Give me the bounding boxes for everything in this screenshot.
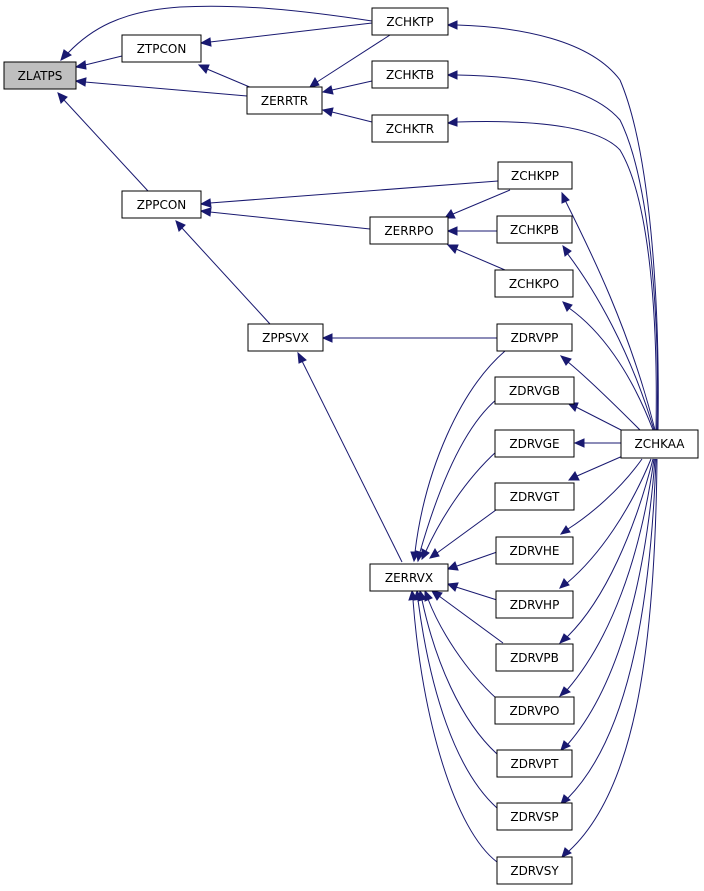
edge-zchkpp-zerrpo	[444, 189, 511, 219]
edge-zchkpp-zppcon	[199, 180, 499, 208]
node-label: ZDRVGT	[510, 490, 560, 504]
edge-zchkaa-zdrvpt	[560, 458, 656, 751]
edge-zchkaa-zdrvsp	[560, 458, 657, 805]
node-label: ZCHKTP	[386, 15, 433, 29]
node-label: ZPPCON	[137, 198, 187, 212]
edge-zdrvpt-zerrvx	[417, 589, 498, 755]
edge-zchkaa-zchkpp	[561, 191, 656, 431]
node-zppcon[interactable]: ZPPCON	[121, 190, 202, 219]
edge-zdrvpb-zerrvx	[431, 590, 504, 644]
edge-zchktr-zerrtr	[321, 107, 373, 123]
edge-zerrpo-zppcon	[199, 207, 371, 230]
edge-zchkaa-zchktr	[446, 117, 657, 431]
node-zdrvgb[interactable]: ZDRVGB	[494, 376, 575, 405]
node-ztpcon[interactable]: ZTPCON	[121, 34, 202, 63]
edge-zdrvpo-zerrvx	[424, 589, 498, 700]
edge-zchkaa-zchkpb	[562, 244, 655, 431]
edge-zchkaa-zdrvhp	[559, 458, 652, 589]
node-label: ZTPCON	[137, 42, 187, 56]
edge-zppsvx-zppcon	[175, 220, 271, 325]
node-zdrvge[interactable]: ZDRVGE	[494, 429, 575, 458]
node-label: ZCHKAA	[634, 437, 685, 451]
edge-zchktp-zerrtr	[309, 34, 391, 88]
edge-zchkpb-zerrpo	[446, 226, 497, 236]
edge-zchktp-ztpcon	[199, 22, 373, 47]
edge-zchktp-zlatps	[60, 5, 373, 61]
node-label: ZCHKTB	[386, 68, 434, 82]
node-label: ZDRVGE	[509, 437, 559, 451]
node-zdrvsy[interactable]: ZDRVSY	[496, 856, 573, 885]
nodes: ZLATPS ZTPCON ZCHKTP ZERRTR ZCHKTB ZCHKT…	[3, 7, 699, 885]
node-label: ZPPSVX	[262, 331, 309, 345]
node-zppsvx[interactable]: ZPPSVX	[247, 323, 324, 352]
edge-zdrvpp-zerrvx	[410, 350, 506, 563]
node-zerrpo[interactable]: ZERRPO	[369, 216, 449, 245]
node-zdrvpt[interactable]: ZDRVPT	[496, 749, 573, 778]
edge-zchkpo-zerrpo	[446, 244, 506, 271]
edge-zchkaa-zdrvpb	[559, 458, 654, 644]
node-zchktb[interactable]: ZCHKTB	[371, 60, 449, 89]
node-label: ZDRVGB	[509, 384, 560, 398]
node-label: ZLATPS	[18, 69, 63, 83]
node-zdrvhp[interactable]: ZDRVHP	[495, 590, 574, 619]
node-zchkpo[interactable]: ZCHKPO	[494, 269, 574, 298]
node-label: ZERRVX	[385, 571, 433, 585]
node-label: ZDRVPB	[510, 651, 559, 665]
edge-zchkaa-zchktb	[446, 70, 659, 431]
node-label: ZDRVPO	[509, 704, 559, 718]
node-label: ZDRVSY	[510, 864, 559, 878]
edge-zchkaa-zdrvhe	[559, 458, 643, 535]
node-label: ZCHKPP	[511, 169, 559, 183]
node-label: ZDRVPP	[511, 331, 559, 345]
node-label: ZERRPO	[384, 224, 433, 238]
edge-zerrtr-ztpcon	[197, 64, 253, 89]
edge-zdrvgb-zerrvx	[415, 398, 498, 563]
node-label: ZDRVHP	[510, 598, 560, 612]
edge-zdrvsy-zerrvx	[408, 589, 498, 863]
edge-zerrtr-zlatps	[74, 77, 248, 97]
node-zdrvpo[interactable]: ZDRVPO	[494, 696, 575, 725]
node-zlatps[interactable]: ZLATPS	[3, 61, 77, 90]
node-label: ZDRVPT	[511, 757, 560, 771]
node-zdrvgt[interactable]: ZDRVGT	[494, 482, 575, 511]
node-zerrtr[interactable]: ZERRTR	[246, 86, 323, 115]
edge-zchkaa-zdrvsy	[561, 458, 658, 858]
edge-zdrvhe-zerrvx	[446, 551, 498, 571]
node-zdrvhe[interactable]: ZDRVHE	[495, 536, 574, 565]
node-zchkpb[interactable]: ZCHKPB	[496, 215, 573, 244]
node-zchktp[interactable]: ZCHKTP	[371, 7, 449, 36]
node-zchkaa[interactable]: ZCHKAA	[620, 429, 699, 459]
edge-zdrvgt-zerrvx	[429, 506, 501, 559]
node-label: ZERRTR	[261, 94, 308, 108]
edge-zppcon-zlatps	[57, 92, 149, 192]
edge-zchkaa-zdrvge	[573, 438, 621, 448]
edge-zchkaa-zdrvpp	[559, 355, 641, 431]
node-zdrvpb[interactable]: ZDRVPB	[495, 643, 574, 672]
node-zdrvpp[interactable]: ZDRVPP	[496, 323, 573, 352]
node-zerrvx[interactable]: ZERRVX	[369, 563, 449, 592]
node-zdrvsp[interactable]: ZDRVSP	[496, 802, 573, 831]
node-label: ZDRVHE	[510, 544, 560, 558]
edge-ztpcon-zlatps	[74, 55, 123, 70]
edge-zchkaa-zdrvgt	[568, 454, 626, 481]
edges	[57, 5, 659, 863]
edge-zerrvx-zppsvx	[297, 351, 403, 563]
node-zchktr[interactable]: ZCHKTR	[371, 114, 449, 143]
node-label: ZCHKPO	[509, 277, 559, 291]
edge-zchkaa-zchktp	[446, 20, 659, 431]
node-label: ZCHKTR	[386, 122, 434, 136]
edge-zchkaa-zdrvpo	[559, 458, 655, 697]
edge-zchktb-zerrtr	[321, 80, 373, 95]
edge-zdrvhp-zerrvx	[446, 582, 498, 601]
edge-zdrvge-zerrvx	[421, 450, 498, 561]
edge-zchkaa-zchkpo	[562, 301, 654, 431]
node-label: ZDRVSP	[510, 810, 558, 824]
edge-zdrvpp-zppsvx	[321, 333, 497, 343]
node-zchkpp[interactable]: ZCHKPP	[497, 161, 573, 190]
node-label: ZCHKPB	[510, 223, 559, 237]
